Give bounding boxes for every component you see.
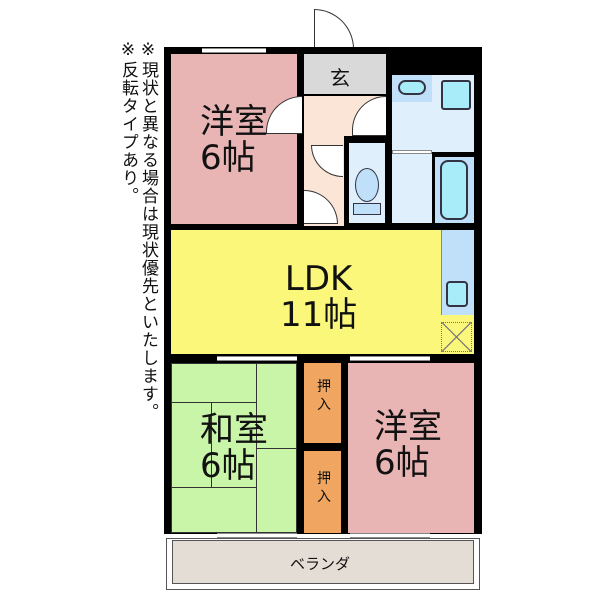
room-name: 洋室 [200,102,268,142]
room-name: 洋室 [374,407,442,447]
room-size: 11帖 [280,294,358,335]
room-western-bottom-label: 洋室 6帖 [374,407,442,483]
room-western-top-label: 洋室 6帖 [200,102,268,178]
room-name: 和室 [200,410,268,450]
window-japanese-veranda [217,533,297,538]
room-western-top [171,54,297,224]
room-size: 6帖 [200,137,256,178]
note-reverse-type: ※反転タイプあり。 [118,40,138,205]
bath-door [392,150,432,154]
window-ldk-japanese [217,356,297,361]
sink-icon [446,281,468,307]
closet-top-label: 押入 [317,379,331,413]
room-ldk-label: LDK 11帖 [280,259,358,335]
room-japanese-label: 和室 6帖 [200,410,268,486]
veranda-label: ベランダ [290,555,351,573]
refrigerator-space [441,322,472,352]
window-top-left [202,48,266,53]
entrance-label: 玄 [330,66,350,90]
tatami [171,363,257,403]
closet-top [304,363,341,443]
bathtub-icon [440,160,468,220]
room-western-bottom [348,363,474,533]
washbasin-icon [398,80,426,95]
closet-bottom [304,451,341,533]
toilet-icon [355,168,379,202]
window-western-veranda [350,533,430,538]
window-ldk-western [350,356,430,361]
note-current-priority: ※現状と異なる場合は現状優先といたします。 [138,40,158,421]
room-entrance [304,54,386,94]
toilet-tank-icon [353,203,381,215]
closet-bottom-label: 押入 [317,471,331,505]
washer-icon [441,80,471,110]
veranda-outline [166,538,480,590]
room-ldk [171,230,474,354]
entry-door-swing [314,9,354,49]
veranda [172,540,474,584]
tatami [171,487,257,533]
room-name: LDK [284,259,353,299]
room-size: 6帖 [200,445,256,486]
room-size: 6帖 [374,442,430,483]
